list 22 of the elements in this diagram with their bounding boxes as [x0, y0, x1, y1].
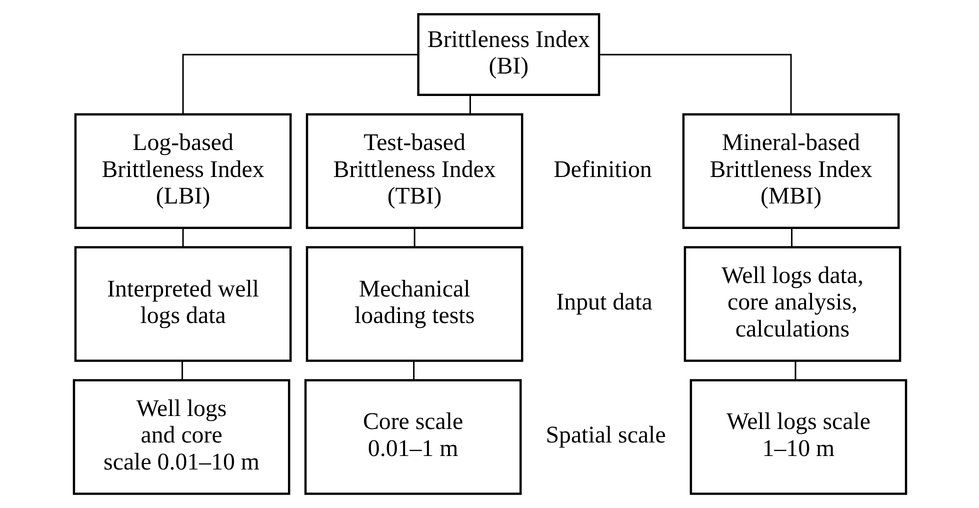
label: Definition [553, 156, 652, 183]
connector [412, 360, 414, 380]
connector [182, 54, 418, 114]
connector [181, 360, 183, 380]
node-box: Well logs data, core analysis, calculations [683, 246, 901, 362]
connector [790, 228, 792, 248]
connector [468, 95, 470, 114]
node-box: Test-based Brittleness Index (TBI) [305, 113, 523, 229]
label: Input data [556, 290, 652, 316]
connector [598, 54, 792, 114]
connector [413, 228, 415, 248]
connector [182, 228, 184, 248]
node-box: Mechanical loading tests [305, 246, 523, 362]
node-box: Core scale 0.01–1 m [304, 379, 522, 495]
node-box: Log-based Brittleness Index (LBI) [74, 113, 292, 229]
connector [794, 360, 796, 380]
node-box: Brittleness Index (BI) [416, 13, 600, 96]
label: Spatial scale [545, 422, 666, 449]
node-box: Interpreted well logs data [74, 246, 292, 362]
node-box: Well logs and core scale 0.01–10 m [72, 379, 290, 495]
node-box: Well logs scale 1–10 m [689, 379, 907, 495]
node-box: Mineral-based Brittleness Index (MBI) [682, 113, 900, 229]
